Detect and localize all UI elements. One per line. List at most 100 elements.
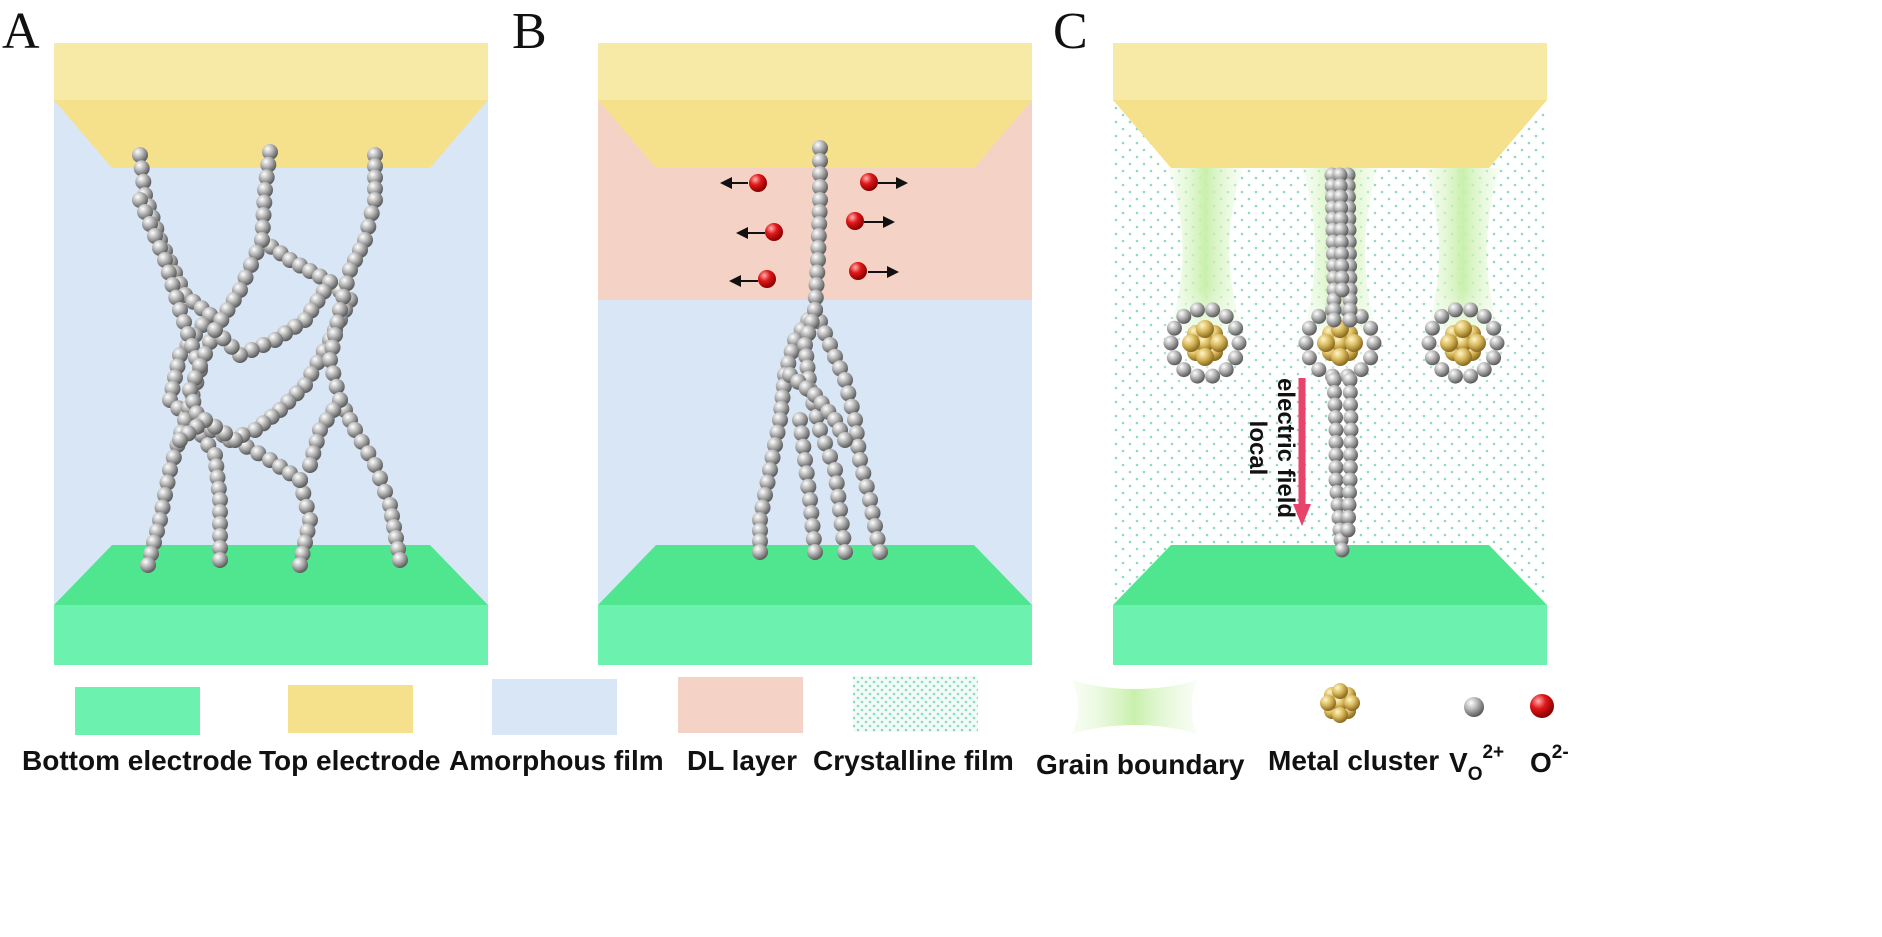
bottom-electrode-a <box>54 545 488 605</box>
oxygen-vacancy-icon <box>1330 497 1346 513</box>
metal-cluster-icon <box>1331 334 1349 352</box>
oxygen-vacancy-icon <box>292 557 308 573</box>
panel-c-letter: C <box>1053 3 1088 60</box>
oxygen-vacancy-icon <box>793 425 810 442</box>
oxygen-vacancy-icon <box>864 505 881 521</box>
oxygen-vacancy-icon <box>347 422 363 438</box>
oxygen-vacancy-icon <box>1421 335 1437 351</box>
bottom-electrode-c-front <box>1113 605 1547 665</box>
legend-swatch-amorphous-film <box>492 679 617 735</box>
oxygen-vacancy-icon <box>157 487 173 503</box>
metal-cluster-icon <box>1196 334 1214 352</box>
oxygen-vacancy-icon <box>1333 234 1349 250</box>
oxygen-vacancy-icon <box>1334 542 1350 558</box>
oxygen-vacancy-icon <box>837 544 853 560</box>
oxygen-ions-b <box>720 173 908 288</box>
bottom-electrode-c <box>1113 545 1547 605</box>
oxygen-vacancy-icon <box>1326 312 1342 328</box>
legend-label-metal-cluster: Metal cluster <box>1268 745 1439 776</box>
oxygen-vacancy-icon <box>803 505 820 521</box>
oxygen-vacancy-icon <box>132 192 148 208</box>
oxygen-vacancy-icon <box>833 516 850 532</box>
oxygen-vacancy-icon <box>162 462 178 478</box>
oxygen-vacancy-icon <box>837 432 853 448</box>
oxygen-vacancy-icon <box>367 192 383 208</box>
oxygen-vacancy-icon <box>212 504 228 520</box>
oxygen-vacancy-icon <box>807 544 823 560</box>
oxygen-vacancy-icon <box>172 432 188 448</box>
oxygen-vacancy-icon <box>754 499 771 516</box>
oxygen-vacancy-icon <box>797 452 813 468</box>
oxygen-vacancy-icon <box>187 370 203 386</box>
oxygen-vacancy-icon <box>1342 485 1357 500</box>
oxygen-vacancy-icon <box>804 518 821 534</box>
oxygen-vacancy-icon <box>1343 435 1359 450</box>
oxygen-vacancy-icon <box>757 487 773 503</box>
oxygen-vacancy-icon <box>292 472 308 488</box>
metal-cluster-icon <box>1317 334 1335 352</box>
oxygen-ion-icon <box>749 174 767 192</box>
oxygen-vacancy-icon <box>135 173 152 190</box>
oxygen-vacancy-icon <box>772 412 788 428</box>
oxygen-vacancy-icon <box>810 252 826 268</box>
oxygen-vacancy-icon <box>335 288 352 305</box>
oxygen-vacancy-icon <box>795 438 812 455</box>
oxygen-vacancy-icon <box>254 219 271 236</box>
top-electrode-c-top <box>1113 43 1547 101</box>
oxygen-vacancy-icon <box>1328 435 1344 450</box>
oxygen-vacancy-icon <box>822 448 838 465</box>
oxygen-vacancy-icon <box>800 478 817 495</box>
oxygen-vacancy-icon <box>1228 320 1244 336</box>
oxygen-ion-icon <box>758 270 776 288</box>
metal-cluster-icon <box>1440 334 1458 352</box>
oxygen-vacancy-icon <box>322 352 338 368</box>
oxygen-vacancy-icon <box>1328 460 1344 475</box>
oxygen-vacancy-icon <box>1447 368 1463 384</box>
metal-cluster-icon <box>1196 348 1214 366</box>
oxygen-vacancy-icon <box>325 365 342 382</box>
oxygen-vacancy-icon <box>1328 447 1344 463</box>
oxygen-vacancy-icon <box>1476 362 1492 378</box>
oxygen-vacancy-icon <box>212 528 228 544</box>
oxygen-vacancy-icon <box>798 465 815 482</box>
field-label-line1: local <box>1244 421 1271 476</box>
oxygen-vacancy-icon <box>1363 350 1379 366</box>
oxygen-vacancy-icon <box>207 322 223 338</box>
oxygen-vacancy-icon <box>1163 335 1179 351</box>
oxygen-vacancy-icon <box>254 232 270 248</box>
oxygen-vacancy-icon <box>367 147 383 163</box>
panel-b-letter: B <box>512 3 547 60</box>
oxygen-vacancy-icon <box>759 474 776 491</box>
oxygen-vacancy-icon <box>202 334 218 350</box>
oxygen-vacancy-icon <box>140 557 156 573</box>
legend-label-vo: VO2+ <box>1449 742 1504 785</box>
oxygen-vacancy-icon <box>1301 320 1317 336</box>
metal-cluster-icon <box>1331 348 1349 366</box>
oxygen-vacancy-icon <box>298 498 315 515</box>
oxygen-vacancy-icon <box>1176 362 1192 378</box>
o-sup: 2- <box>1552 742 1569 763</box>
oxygen-vacancy-icon <box>262 144 278 160</box>
oxygen-vacancy-icon <box>1447 302 1463 318</box>
oxygen-ion-icon <box>860 173 878 191</box>
oxygen-vacancy-icon <box>817 435 833 452</box>
oxygen-vacancy-icon <box>1326 372 1342 388</box>
oxygen-vacancy-icon <box>812 153 828 169</box>
legend-label-grain-boundary: Grain boundary <box>1036 749 1245 780</box>
oxygen-vacancy-icon <box>1332 167 1348 183</box>
oxygen-vacancy-icon <box>848 425 865 442</box>
oxygen-vacancy-icon <box>250 445 267 462</box>
oxygen-vacancy-icon <box>1166 350 1182 366</box>
oxygen-vacancy-icon <box>1231 335 1247 351</box>
oxygen-vacancy-icon <box>1311 308 1327 324</box>
oxygen-vacancy-icon <box>1218 308 1234 324</box>
oxygen-vacancy-icon <box>812 422 828 438</box>
legend-label-top-electrode: Top electrode <box>259 745 441 776</box>
top-electrode-b-top <box>598 43 1032 101</box>
vo-sup: 2+ <box>1482 742 1504 763</box>
oxygen-vacancy-icon <box>248 244 265 261</box>
oxygen-vacancy-icon <box>802 492 818 508</box>
metal-cluster-icon <box>1468 334 1486 352</box>
metal-cluster-icon <box>1454 334 1472 352</box>
bottom-electrode-b <box>598 545 1032 605</box>
